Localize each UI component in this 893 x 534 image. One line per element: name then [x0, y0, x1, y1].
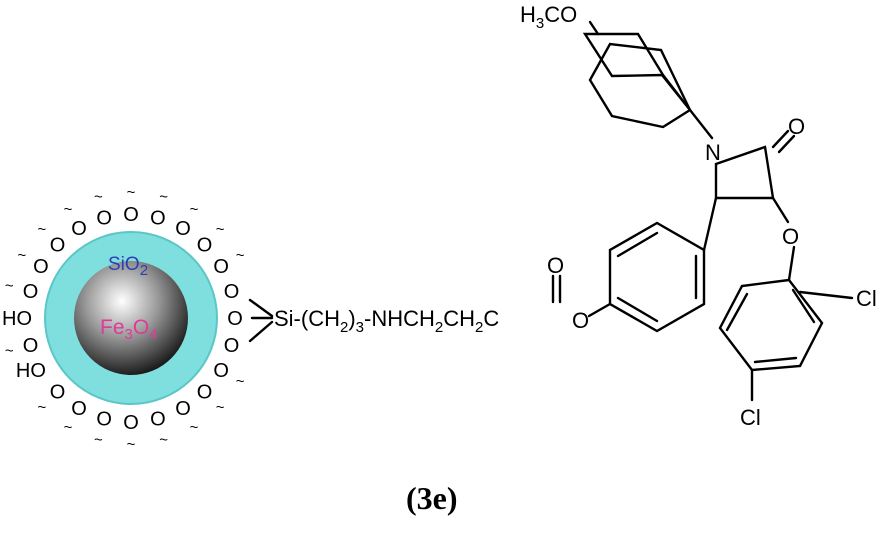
core-label: Fe3O4 [100, 316, 158, 343]
squiggle-mark: ~ [236, 247, 245, 264]
squiggle-mark: ~ [38, 221, 47, 238]
squiggle-mark: ~ [236, 373, 245, 390]
hydroxyl-label: HO [16, 360, 46, 382]
methoxy-label: H3CO [520, 2, 577, 32]
surface-o-label: O [197, 382, 213, 404]
squiggle-mark: ~ [127, 436, 136, 453]
ether-o: O [782, 224, 799, 249]
surface-o-label: O [123, 412, 139, 434]
si-bonds [248, 298, 274, 343]
surface-o-label: O [227, 308, 243, 330]
surface-o-label: O [96, 409, 112, 431]
nanoparticle: SiO2 Fe3O4 O~O~O~O~O~OOOO~O~O~O~O~O~O~O~… [2, 184, 245, 453]
hydroxyl-label: HO [2, 308, 32, 330]
squiggle-mark: ~ [159, 188, 168, 205]
surface-o-label: O [150, 409, 166, 431]
lactam-carbonyl-o: O [788, 114, 805, 139]
squiggle-mark: ~ [64, 201, 73, 218]
squiggle-mark: ~ [5, 343, 14, 360]
surface-o-label: O [175, 398, 191, 420]
squiggle-mark: ~ [38, 399, 47, 416]
magnetite-core [74, 261, 188, 375]
squiggle-mark: ~ [94, 188, 103, 205]
squiggle-mark: ~ [94, 432, 103, 449]
linker-chain: Si-(CH2)3-NHCH2CH2C [274, 306, 499, 336]
squiggle-mark: ~ [190, 201, 199, 218]
surface-o-label: O [197, 235, 213, 257]
phenyl-ring-ester [608, 196, 718, 333]
surface-o-label: O [71, 398, 87, 420]
shell-label: SiO2 [108, 254, 148, 279]
squiggle-mark: ~ [190, 419, 199, 436]
surface-o-label: O [33, 256, 49, 278]
surface-o-label: O [213, 256, 229, 278]
surface-o-label: O [23, 281, 39, 303]
ester-o: O [572, 308, 589, 333]
squiggle-mark: ~ [5, 277, 14, 294]
surface-oxygen-ring: O~O~O~O~O~OOOO~O~O~O~O~O~O~O~HOO~HOO~O~O… [2, 184, 245, 453]
beta-lactam-ring: N O O [688, 108, 805, 282]
chloro-ortho: Cl [856, 286, 877, 311]
methoxyphenyl-ring: H3CO [520, 2, 692, 129]
surface-o-label: O [50, 235, 66, 257]
surface-o-label: O [71, 218, 87, 240]
squiggle-mark: ~ [64, 419, 73, 436]
chloro-para: Cl [740, 405, 761, 430]
dichlorophenyl-ring: Cl Cl [718, 278, 877, 430]
surface-o-label: O [123, 204, 139, 226]
surface-o-label: O [150, 208, 166, 230]
squiggle-mark: ~ [127, 184, 136, 201]
lactam-n: N [705, 140, 721, 165]
ester-carbonyl-o: O [547, 253, 564, 278]
surface-o-label: O [175, 218, 191, 240]
ester-group: O O [547, 253, 612, 333]
surface-o-label: O [50, 382, 66, 404]
squiggle-mark: ~ [216, 221, 225, 238]
compound-caption: (3e) [406, 480, 458, 516]
surface-o-label: O [224, 281, 240, 303]
surface-o-label: O [96, 208, 112, 230]
surface-o-label: O [213, 360, 229, 382]
squiggle-mark: ~ [18, 247, 27, 264]
surface-o-label: O [224, 335, 240, 357]
squiggle-mark: ~ [159, 432, 168, 449]
surface-o-label: O [23, 335, 39, 357]
squiggle-mark: ~ [216, 399, 225, 416]
